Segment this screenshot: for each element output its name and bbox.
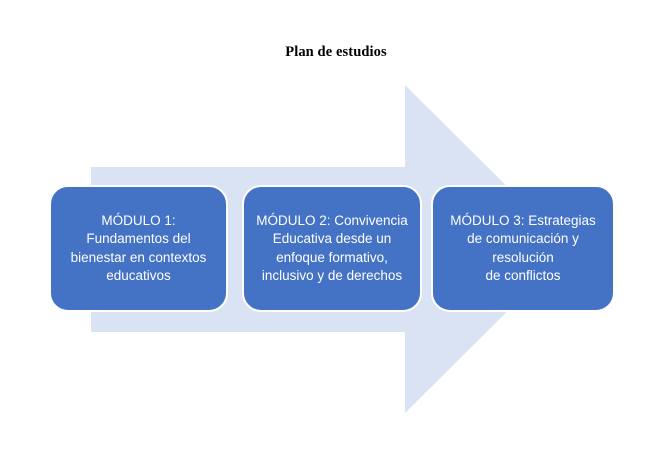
module-2-box: MÓDULO 2: Convivencia Educativa desde un…: [242, 185, 422, 312]
module-3-text: MÓDULO 3: Estrategias de comunicación y …: [450, 212, 596, 284]
module-1-text: MÓDULO 1: Fundamentos del bienestar en c…: [70, 212, 207, 284]
diagram-title: Plan de estudios: [285, 44, 387, 60]
module-3-box: MÓDULO 3: Estrategias de comunicación y …: [431, 185, 615, 312]
module-1-box: MÓDULO 1: Fundamentos del bienestar en c…: [49, 185, 228, 312]
module-2-text: MÓDULO 2: Convivencia Educativa desde un…: [256, 212, 408, 284]
